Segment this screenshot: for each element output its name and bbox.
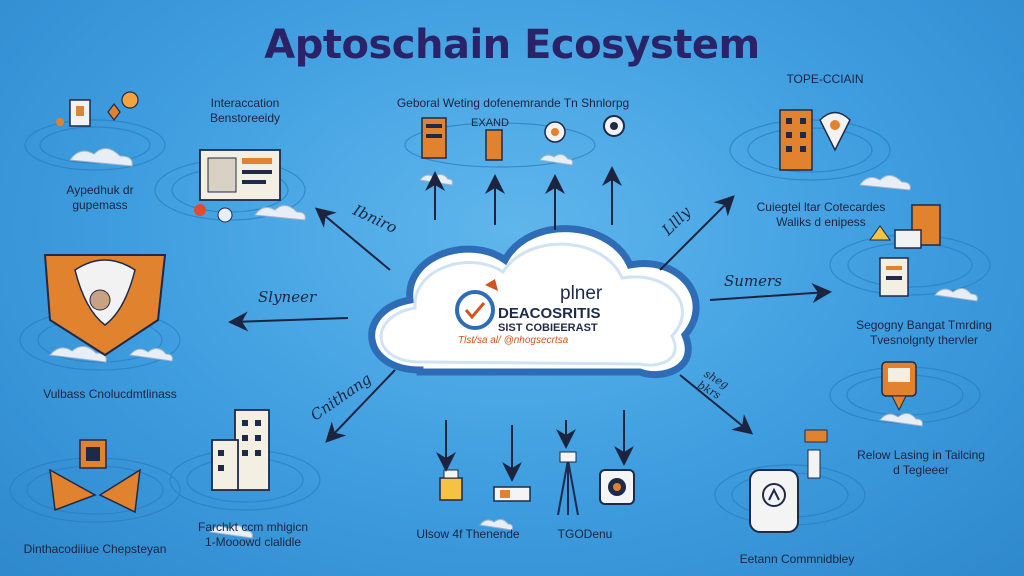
node-label-bottom-right: Eetann Commnidbley <box>739 552 855 566</box>
node-label-bottom-left-mid: Farchkt ccm mhigicn 1-Mooowd clalidle <box>197 520 309 549</box>
node-label-bottom-center-right: TGODenu <box>557 527 613 541</box>
cloud-label-4: Tlst/sa al/ @nhogsecrtsa <box>458 335 569 346</box>
central-cloud <box>368 225 700 379</box>
arrow-label-right: Sumers <box>724 272 782 290</box>
cloud-label-1: plner <box>560 283 603 304</box>
node-label-right-lower: Relow Lasing in Tailcing d Tegleeer <box>857 448 985 477</box>
phone-device-icon <box>749 429 828 533</box>
node-label-top-center-sub: EXAND <box>471 117 509 129</box>
page-title: Aptoschain Ecosystem <box>264 22 760 68</box>
document-panel-icon <box>194 149 281 223</box>
connector-arrows <box>228 166 832 482</box>
arrow-label-left: Slyneer <box>258 288 317 306</box>
bottom-center-icons <box>439 451 635 516</box>
tower-building-icon <box>779 109 851 171</box>
buildings-icon <box>211 409 270 491</box>
node-label-top-mid-left: Interaccation Benstoreeidy <box>209 96 281 125</box>
settings-cluster-icon <box>56 91 139 127</box>
node-label-bottom-center-left: Ulsow 4f Thenende <box>416 527 520 541</box>
node-label-top-right: TOPE-CCIAIN <box>786 72 864 86</box>
cloud-label-2: DEACOSRITIS <box>498 305 601 322</box>
top-center-icons <box>421 115 625 161</box>
node-label-bottom-left: Dinthacodiiiue Chepsteyan <box>23 542 167 556</box>
shield-badge-icon <box>43 254 167 357</box>
node-label-right-middle: Segogny Bangat Tmrding Tvesnolgnty therv… <box>856 318 992 347</box>
node-label-top-center: Geboral Weting dofenemrande Tn Shnlorpg <box>396 96 630 110</box>
node-label-right-upper: Cuiegtel ltar Cotecardes Waliks d enipes… <box>756 200 886 229</box>
cloud-label-3: SIST COBIEERAST <box>498 322 598 334</box>
app-window-icon <box>881 361 917 412</box>
storage-truck-icon <box>869 204 941 297</box>
node-label-left-middle: Vulbass Cnolucdmtlinass <box>43 387 177 401</box>
node-label-top-left: Aypedhuk dr gupemass <box>66 183 134 212</box>
paper-plane-icons <box>49 439 141 514</box>
